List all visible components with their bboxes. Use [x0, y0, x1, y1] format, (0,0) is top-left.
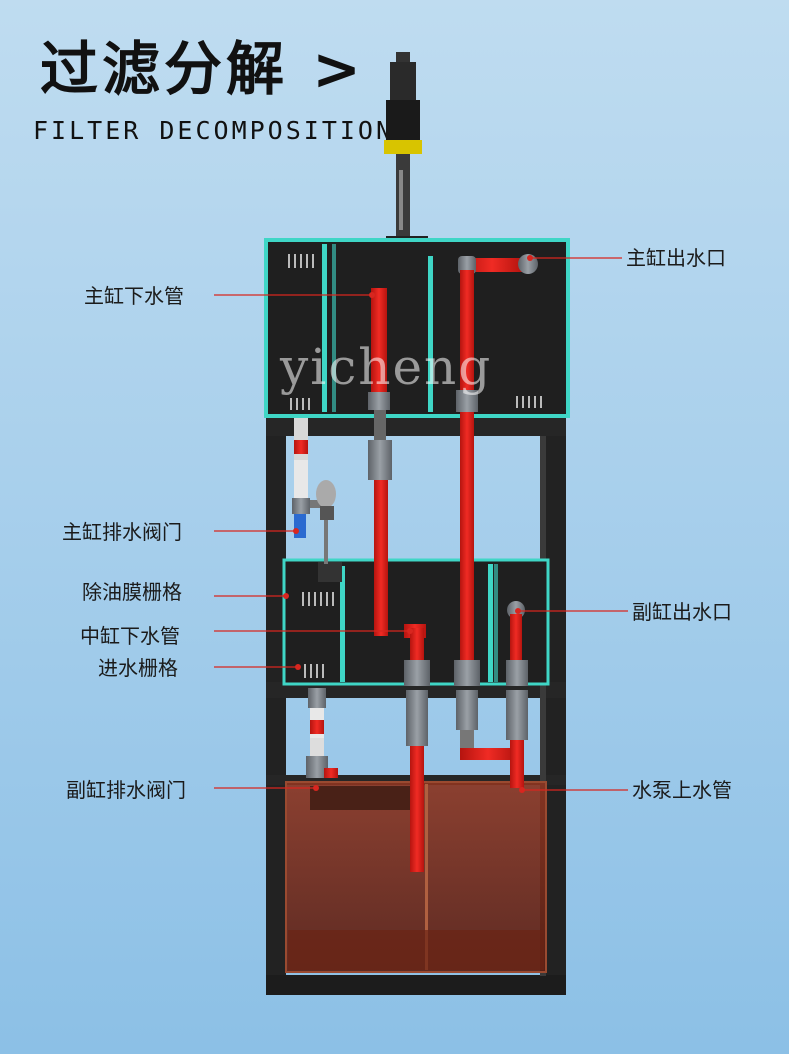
- skimmer-device: [384, 52, 428, 254]
- label-sub-tank-drain-valve: 副缸排水阀门: [66, 778, 186, 802]
- label-middle-tank-drain-pipe: 中缸下水管: [80, 624, 180, 648]
- label-sub-tank-outlet: 副缸出水口: [632, 600, 732, 624]
- pump-riser-pipe: [506, 601, 528, 788]
- label-main-tank-drain-pipe: 主缸下水管: [84, 284, 184, 308]
- main-return-pipe: [454, 254, 538, 760]
- label-oil-film-grille: 除油膜栅格: [82, 580, 182, 604]
- label-main-tank-outlet: 主缸出水口: [626, 246, 726, 270]
- main-drain-pipe: [368, 288, 392, 636]
- page-subtitle: FILTER DECOMPOSITION: [33, 116, 395, 145]
- page-title: 过滤分解 >: [40, 35, 365, 103]
- label-main-tank-drain-valve: 主缸排水阀门: [62, 520, 182, 544]
- leader-lines: [214, 257, 628, 791]
- watermark-text: yicheng: [280, 338, 493, 396]
- label-pump-riser-pipe: 水泵上水管: [632, 778, 732, 802]
- label-inlet-grille: 进水栅格: [98, 656, 178, 680]
- main-drain-valve-line: [292, 418, 336, 564]
- middle-drain-pipe: [404, 624, 430, 872]
- sub-drain-valve-line: [306, 688, 338, 778]
- leader-dots: [283, 255, 533, 793]
